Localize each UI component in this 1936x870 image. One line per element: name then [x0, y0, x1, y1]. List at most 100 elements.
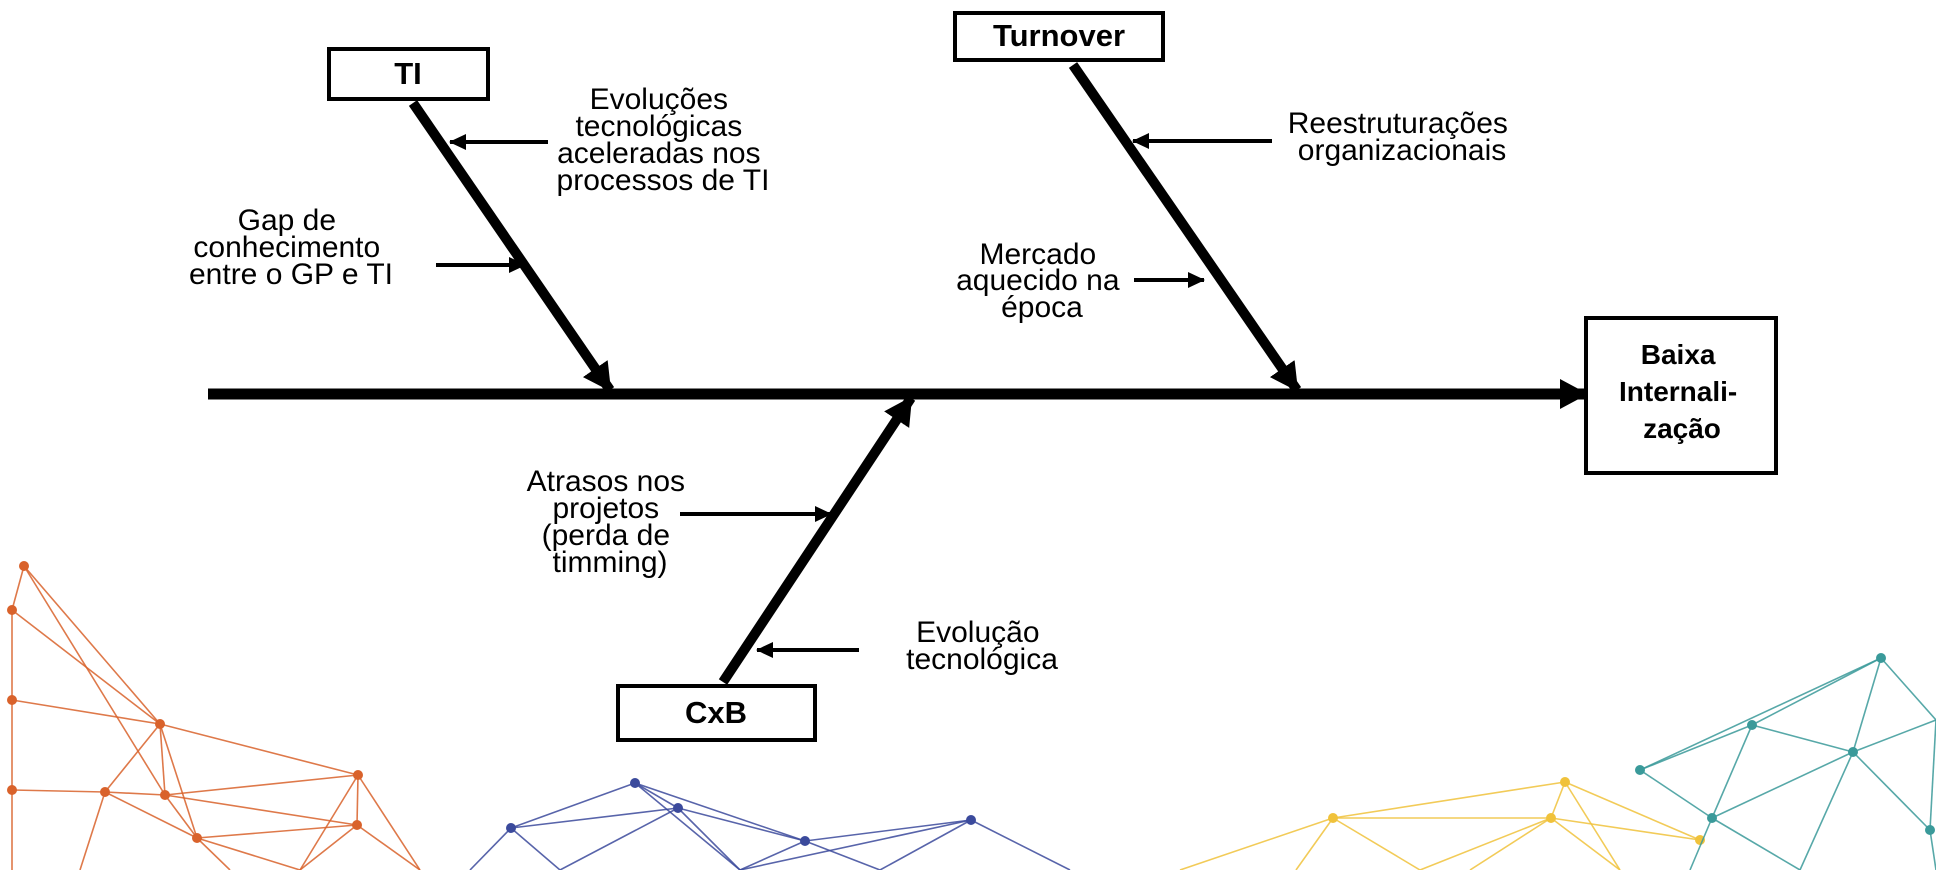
- network-edge: [196, 837, 301, 870]
- network-edge: [1564, 781, 1701, 841]
- network-edge: [1564, 781, 1621, 870]
- network-edge: [11, 565, 25, 611]
- network-node: [800, 836, 810, 846]
- network-edge: [1639, 724, 1753, 771]
- network-edge: [1469, 817, 1552, 870]
- network-edge: [1332, 781, 1566, 819]
- network-edge: [1929, 719, 1936, 831]
- network-edge: [739, 819, 972, 870]
- network-edge: [1639, 769, 1713, 819]
- network-node: [966, 815, 976, 825]
- network-edge: [1419, 817, 1552, 870]
- network-edge: [104, 723, 161, 793]
- network-edge: [804, 840, 881, 870]
- network-node: [155, 719, 165, 729]
- network-edge: [1880, 657, 1936, 721]
- network-edge: [11, 699, 161, 725]
- network-edge: [559, 807, 679, 870]
- network-node: [160, 790, 170, 800]
- network-node: [1925, 825, 1935, 835]
- network-edge: [11, 789, 106, 793]
- cause-label-ti-1: Evoluções tecnológicas aceleradas nos pr…: [557, 83, 770, 197]
- network-edge: [510, 782, 636, 829]
- network-edge: [23, 565, 161, 725]
- network-edge: [159, 723, 359, 776]
- network-edge: [634, 782, 741, 870]
- network-edge: [677, 807, 741, 870]
- network-edge: [356, 824, 421, 870]
- network-node: [673, 803, 683, 813]
- network-edge: [299, 774, 359, 870]
- effect-box: Baixa Internali- zação: [1584, 316, 1778, 475]
- network-edge: [1295, 817, 1334, 870]
- bone-turnover: [1068, 62, 1302, 393]
- network-node: [7, 695, 17, 705]
- network-edge: [299, 824, 358, 870]
- network-edge: [196, 837, 231, 870]
- category-label-turnover: Turnover: [993, 18, 1125, 53]
- network-edge: [357, 774, 421, 870]
- network-edge: [1852, 751, 1931, 831]
- network-node: [353, 770, 363, 780]
- network-edge: [1751, 724, 1854, 753]
- network-edge: [1332, 817, 1421, 870]
- network-edge: [510, 827, 561, 870]
- category-box-turnover: Turnover: [953, 11, 1165, 62]
- cause-label-ti-2: Gap de conhecimento entre o GP e TI: [189, 204, 393, 291]
- network-edge: [159, 723, 198, 839]
- network-node: [352, 820, 362, 830]
- bone-ti: [408, 100, 615, 393]
- network-edge: [1711, 724, 1753, 819]
- network-edge: [1799, 751, 1854, 870]
- network-edge: [1689, 817, 1713, 870]
- network-edge: [11, 609, 161, 725]
- network-node: [1876, 653, 1886, 663]
- network-edge: [1179, 817, 1334, 870]
- network-node: [192, 833, 202, 843]
- network-node: [19, 561, 29, 571]
- network-edge: [196, 824, 358, 839]
- network-edge: [104, 791, 198, 839]
- network-edge: [739, 840, 806, 870]
- network-edge: [634, 782, 679, 809]
- network-edge: [1550, 817, 1621, 870]
- network-edge: [164, 794, 358, 826]
- cause-label-turnover-2: Mercado aquecido na época: [956, 238, 1128, 324]
- network-node: [1747, 720, 1757, 730]
- network-edge: [1852, 657, 1882, 753]
- network-edge: [510, 807, 679, 829]
- network-node: [100, 787, 110, 797]
- network-edge: [804, 819, 972, 842]
- category-label-cxb: CxB: [685, 695, 747, 730]
- network-edge: [164, 794, 198, 839]
- network-node: [506, 823, 516, 833]
- network-edge: [164, 774, 359, 796]
- network-edge: [23, 565, 166, 796]
- network-edge: [1711, 751, 1854, 819]
- network-edge: [469, 827, 512, 870]
- category-box-ti: TI: [327, 47, 490, 101]
- bone-cxb: [718, 395, 916, 685]
- network-node: [7, 605, 17, 615]
- network-edge: [1852, 719, 1936, 753]
- network-node: [7, 785, 17, 795]
- cause-label-cxb-1: Atrasos nos projetos (perda de timming): [527, 465, 694, 579]
- network-edge: [1929, 829, 1936, 870]
- category-label-ti: TI: [394, 56, 422, 91]
- network-edge: [356, 774, 359, 826]
- network-edge: [1711, 817, 1801, 870]
- network-node: [1328, 813, 1338, 823]
- network-edge: [634, 782, 806, 842]
- network-decoration: [7, 561, 1936, 870]
- effect-label: Baixa Internali- zação: [1619, 339, 1745, 444]
- network-node: [630, 778, 640, 788]
- network-edge: [1550, 817, 1701, 841]
- network-edge: [104, 791, 166, 796]
- network-edge: [159, 723, 166, 796]
- network-edge: [79, 791, 106, 870]
- cause-label-cxb-2: Evolução tecnológica: [906, 616, 1058, 676]
- network-edge: [1550, 781, 1566, 819]
- network-node: [1848, 747, 1858, 757]
